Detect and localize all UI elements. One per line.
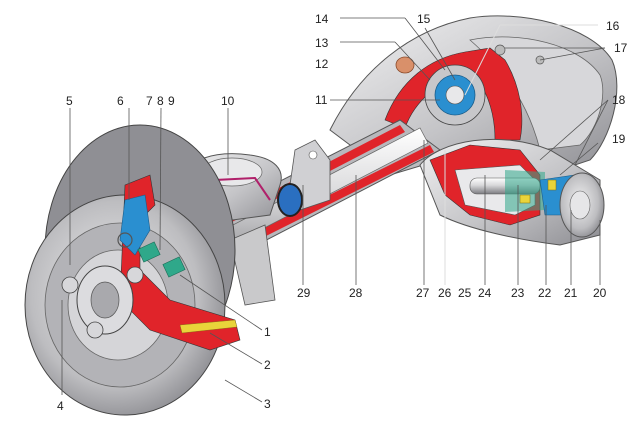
callout-6: 6 — [117, 94, 124, 108]
wheel-stud — [86, 321, 104, 339]
callout-26: 26 — [438, 286, 452, 300]
breather-cap — [395, 56, 415, 74]
callout-11: 11 — [315, 93, 328, 107]
callout-18: 18 — [612, 93, 626, 107]
callout-14: 14 — [315, 12, 329, 26]
callout-22: 22 — [538, 286, 552, 300]
wheel-stud — [126, 266, 144, 284]
callout-23: 23 — [511, 286, 525, 300]
callout-15: 15 — [417, 12, 431, 26]
callout-25: 25 — [458, 286, 472, 300]
callout-3: 3 — [264, 397, 271, 411]
callout-19: 19 — [612, 132, 626, 146]
callout-24: 24 — [478, 286, 492, 300]
callout-9: 9 — [168, 94, 175, 108]
callout-13: 13 — [315, 36, 329, 50]
callout-20: 20 — [593, 286, 607, 300]
callout-16: 16 — [606, 19, 620, 33]
callout-21: 21 — [564, 286, 578, 300]
callout-2: 2 — [264, 358, 271, 372]
wheel-stud — [61, 276, 79, 294]
callout-7: 7 — [146, 94, 153, 108]
callout-17: 17 — [614, 41, 628, 55]
cover-bolt — [494, 44, 506, 56]
leader-lines — [61, 17, 609, 403]
callout-28: 28 — [349, 286, 363, 300]
callout-10: 10 — [221, 94, 235, 108]
callout-4: 4 — [57, 399, 64, 413]
ring-gear — [424, 64, 486, 126]
callout-5: 5 — [66, 94, 73, 108]
callout-12: 12 — [315, 57, 329, 71]
brake-drum — [24, 124, 241, 416]
callout-29: 29 — [297, 286, 311, 300]
callout-8: 8 — [157, 94, 164, 108]
callout-27: 27 — [416, 286, 430, 300]
callout-1: 1 — [264, 325, 271, 339]
callout-labels: 1 2 3 4 5 6 7 8 9 10 11 12 13 14 15 16 1… — [57, 12, 628, 413]
